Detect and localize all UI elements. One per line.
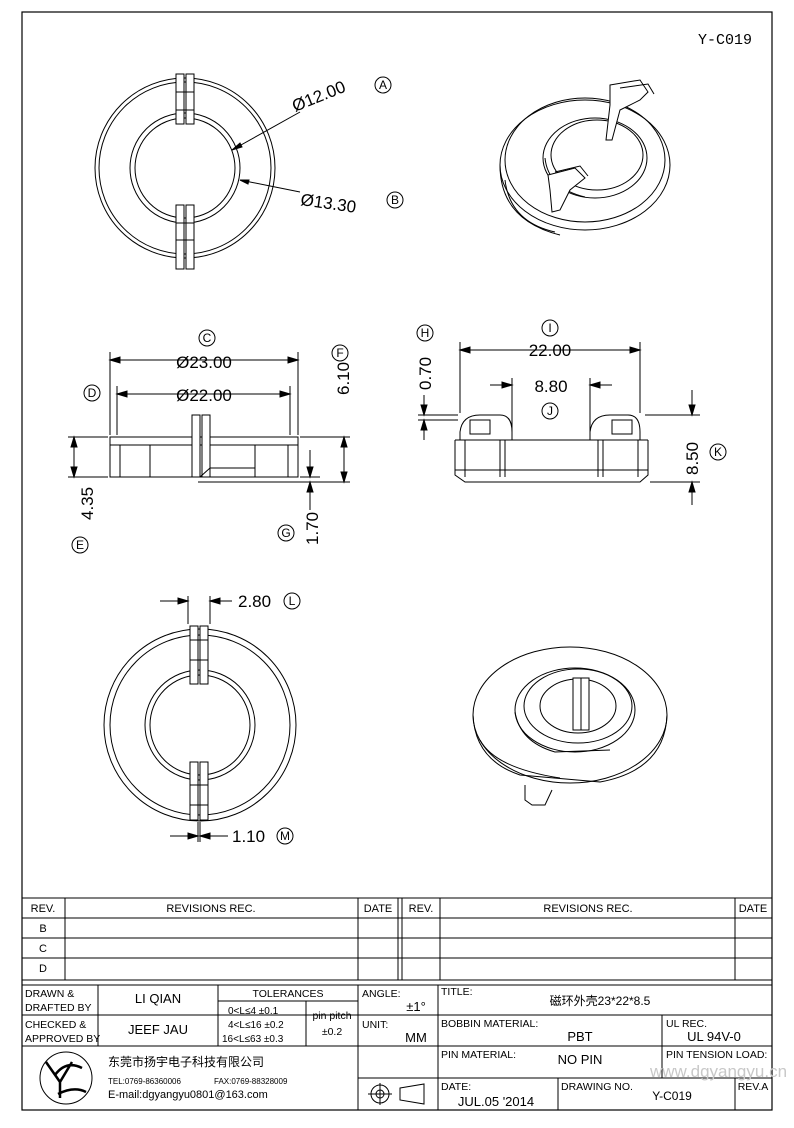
pin-pitch-value: ±0.2: [322, 1026, 343, 1038]
dim-w880: 8.80: [534, 377, 567, 396]
callout-m: M: [280, 829, 290, 843]
rev-a-label: REV.A: [738, 1081, 769, 1093]
tolerance-3: 16<L≤63 ±0.3: [222, 1034, 284, 1045]
checked-label-1: CHECKED &: [25, 1019, 86, 1031]
drawn-by-value: LI QIAN: [135, 991, 181, 1006]
dim-w22: 22.00: [529, 341, 572, 360]
drawn-label-2: DRAFTED BY: [25, 1002, 92, 1014]
pin-tension-label: PIN TENSION LOAD:: [666, 1049, 767, 1061]
date-value: JUL.05 '2014: [458, 1094, 534, 1109]
callout-j: J: [547, 404, 553, 418]
revision-table: [21, 897, 773, 981]
callout-f: F: [336, 346, 343, 360]
dim-h850: 8.50: [683, 442, 702, 475]
dim-h070: 0.70: [416, 357, 435, 390]
callout-b: B: [391, 193, 399, 207]
rev-row-b: B: [39, 923, 46, 935]
company-name: 东莞市扬宇电子科技有限公司: [108, 1054, 264, 1069]
drawn-label-1: DRAWN &: [25, 988, 74, 1000]
callout-e: E: [76, 538, 84, 552]
dim-d12: Ø12.00: [289, 77, 348, 116]
tolerance-1: 0<L≤4 ±0.1: [228, 1006, 279, 1017]
dim-w110: 1.10: [232, 827, 265, 846]
title-value: 磁环外壳23*22*8.5: [550, 993, 651, 1008]
rev-row-c: C: [39, 943, 47, 955]
company-tel: TEL:0769-86360006: [108, 1077, 182, 1086]
dim-h435: 4.35: [78, 487, 97, 520]
unit-value: MM: [405, 1030, 427, 1045]
bobbin-material-label: BOBBIN MATERIAL:: [441, 1018, 538, 1030]
callout-g: G: [281, 526, 290, 540]
drawing-no-value: Y-C019: [652, 1089, 692, 1103]
drawing-code: Y-C019: [698, 32, 752, 49]
rev-row-d: D: [39, 963, 47, 975]
pin-material-value: NO PIN: [558, 1052, 603, 1067]
callout-i: I: [548, 321, 551, 335]
ul-rec-value: UL 94V-0: [687, 1029, 741, 1044]
watermark: www.dgyangyu.cn: [649, 1062, 787, 1081]
callout-l: L: [289, 594, 296, 608]
date-label: DATE:: [441, 1081, 471, 1093]
company-email: E-mail:dgyangyu0801@163.com: [108, 1089, 268, 1101]
angle-value: ±1°: [406, 999, 426, 1014]
callout-c: C: [203, 331, 212, 345]
unit-label: UNIT:: [362, 1019, 388, 1031]
isometric-view-top: [499, 79, 671, 236]
revisions-header-right: REVISIONS REC.: [543, 903, 632, 915]
ul-rec-label: UL REC.: [666, 1018, 707, 1030]
side-view: [68, 329, 350, 554]
top-view: [94, 73, 404, 270]
tolerance-2: 4<L≤16 ±0.2: [228, 1020, 284, 1031]
title-label: TITLE:: [441, 986, 473, 998]
tolerances-label: TOLERANCES: [253, 988, 324, 1000]
date-header-right: DATE: [739, 903, 768, 915]
checked-by-value: JEEF JAU: [128, 1022, 188, 1037]
checked-label-2: APPROVED BY: [25, 1033, 100, 1045]
date-header-left: DATE: [364, 903, 393, 915]
callout-d: D: [88, 386, 97, 400]
dim-h610: 6.10: [334, 362, 353, 395]
revisions-header-left: REVISIONS REC.: [166, 903, 255, 915]
sheet-border: [21, 11, 773, 1111]
front-view: [416, 319, 727, 505]
callout-h: H: [421, 326, 430, 340]
pin-pitch-label: pin pitch: [312, 1010, 351, 1022]
callout-k: K: [714, 445, 722, 459]
title-block: [21, 984, 773, 1111]
dim-w280: 2.80: [238, 592, 271, 611]
dim-h170: 1.70: [303, 512, 322, 545]
rev-header-right: REV.: [409, 903, 434, 915]
isometric-view-bottom: [472, 646, 668, 806]
company-logo: [39, 1051, 93, 1105]
bottom-view: [103, 592, 301, 845]
rev-header-left: REV.: [31, 903, 56, 915]
company-fax: FAX:0769-88328009: [214, 1077, 288, 1086]
drawing-no-label: DRAWING NO.: [561, 1081, 633, 1093]
bobbin-material-value: PBT: [567, 1029, 592, 1044]
dim-d23: Ø23.00: [176, 353, 232, 372]
angle-label: ANGLE:: [362, 988, 401, 1000]
callout-a: A: [379, 78, 387, 92]
dim-d1330: Ø13.30: [299, 190, 357, 217]
pin-material-label: PIN MATERIAL:: [441, 1049, 516, 1061]
dim-d22: Ø22.00: [176, 386, 232, 405]
